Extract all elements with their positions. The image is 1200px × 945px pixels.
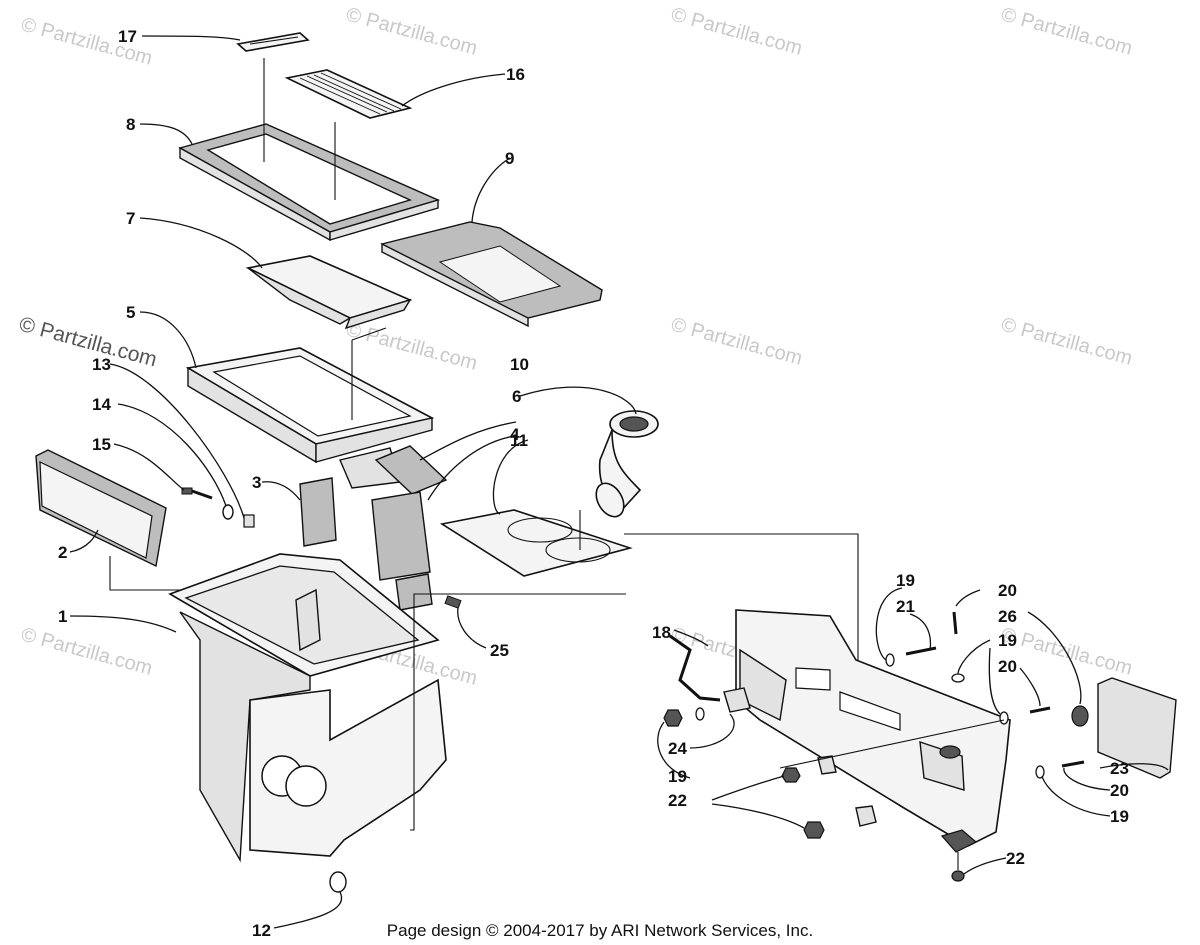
callout-19: 19 bbox=[896, 571, 915, 590]
callout-2: 2 bbox=[58, 543, 67, 562]
callout-9: 9 bbox=[505, 149, 514, 168]
part-8-frame bbox=[178, 123, 441, 242]
nut-22-c bbox=[803, 805, 877, 839]
callout-3: 3 bbox=[252, 473, 261, 492]
callout-16: 16 bbox=[506, 65, 525, 84]
knob-22-d bbox=[940, 829, 978, 882]
part-17-plate bbox=[236, 32, 310, 52]
watermark: © Partzilla.com bbox=[669, 314, 805, 370]
part-9-tray bbox=[380, 221, 603, 328]
part-2-strip bbox=[35, 449, 167, 568]
plug-26 bbox=[1071, 705, 1089, 727]
callout-1: 1 bbox=[58, 607, 67, 626]
callout-23: 23 bbox=[1110, 759, 1129, 778]
part-5-upper-box bbox=[185, 347, 435, 489]
callout-8: 8 bbox=[126, 115, 135, 134]
callout-14: 14 bbox=[92, 395, 111, 414]
watermark: © Partzilla.com bbox=[19, 624, 155, 680]
callout-20: 20 bbox=[1110, 781, 1129, 800]
washer-19-a bbox=[695, 707, 705, 721]
foam-23 bbox=[1097, 677, 1177, 779]
callout-11: 11 bbox=[510, 431, 528, 450]
part-11-plate bbox=[439, 509, 633, 577]
bolt-21 bbox=[885, 646, 937, 667]
callout-22: 22 bbox=[668, 791, 687, 810]
callout-4: 4 bbox=[510, 425, 520, 444]
watermark: © Partzilla.com bbox=[999, 314, 1135, 370]
callout-17: 17 bbox=[118, 27, 137, 46]
bolt-25 bbox=[444, 595, 462, 609]
callout-15: 15 bbox=[92, 435, 111, 454]
part-10-elbow bbox=[595, 410, 659, 518]
part-7-baffle bbox=[245, 255, 413, 330]
callout-13: 13 bbox=[92, 355, 111, 374]
washer-14 bbox=[222, 504, 234, 520]
guide-line bbox=[109, 556, 180, 591]
cap-12 bbox=[329, 871, 347, 893]
watermark: © Partzilla.com bbox=[999, 4, 1135, 60]
callout-25: 25 bbox=[490, 641, 509, 660]
nut-22-a bbox=[663, 709, 683, 727]
part-16-grille bbox=[284, 69, 413, 119]
spacer-13 bbox=[243, 514, 255, 528]
callout-19: 19 bbox=[998, 631, 1017, 650]
part-1-airbox bbox=[168, 553, 447, 863]
callout-19: 19 bbox=[668, 767, 687, 786]
callout-18: 18 bbox=[652, 623, 671, 642]
guide-line bbox=[779, 719, 1005, 769]
callout-6: 6 bbox=[512, 387, 521, 406]
fitting-18 bbox=[669, 634, 721, 702]
watermark-layer: © Partzilla.com © Partzilla.com © Partzi… bbox=[17, 4, 1135, 690]
callout-22: 22 bbox=[1006, 849, 1025, 868]
callout-12: 12 bbox=[252, 921, 271, 940]
callout-labels: 17 16 8 9 7 5 13 10 14 6 4 15 11 3 2 1 2… bbox=[58, 27, 1129, 940]
watermark-prominent: © Partzilla.com bbox=[17, 313, 160, 372]
callout-21: 21 bbox=[896, 597, 915, 616]
bracket-24 bbox=[723, 687, 751, 713]
screw-20-c bbox=[1035, 760, 1085, 779]
callout-26: 26 bbox=[998, 607, 1017, 626]
bolt-15 bbox=[181, 487, 213, 500]
duct-body bbox=[735, 609, 1011, 847]
watermark: © Partzilla.com bbox=[344, 4, 480, 60]
guide-line bbox=[410, 593, 626, 831]
watermark: © Partzilla.com bbox=[344, 319, 480, 375]
guide-line bbox=[351, 327, 387, 341]
part-4-foam bbox=[371, 491, 433, 611]
callout-20: 20 bbox=[998, 657, 1017, 676]
page-footer: Page design © 2004-2017 by ARI Network S… bbox=[387, 921, 813, 940]
screw-20-b bbox=[999, 706, 1051, 725]
nut-22-b bbox=[781, 755, 837, 783]
part-6-foam bbox=[374, 445, 448, 495]
callout-20: 20 bbox=[998, 581, 1017, 600]
callout-19: 19 bbox=[1110, 807, 1129, 826]
callout-24: 24 bbox=[668, 739, 687, 758]
guide-line bbox=[624, 533, 859, 660]
watermark: © Partzilla.com bbox=[669, 4, 805, 60]
leader-lines bbox=[69, 35, 1169, 929]
callout-10: 10 bbox=[510, 355, 529, 374]
callout-5: 5 bbox=[126, 303, 135, 322]
part-3-foam bbox=[299, 477, 337, 547]
callout-7: 7 bbox=[126, 209, 135, 228]
